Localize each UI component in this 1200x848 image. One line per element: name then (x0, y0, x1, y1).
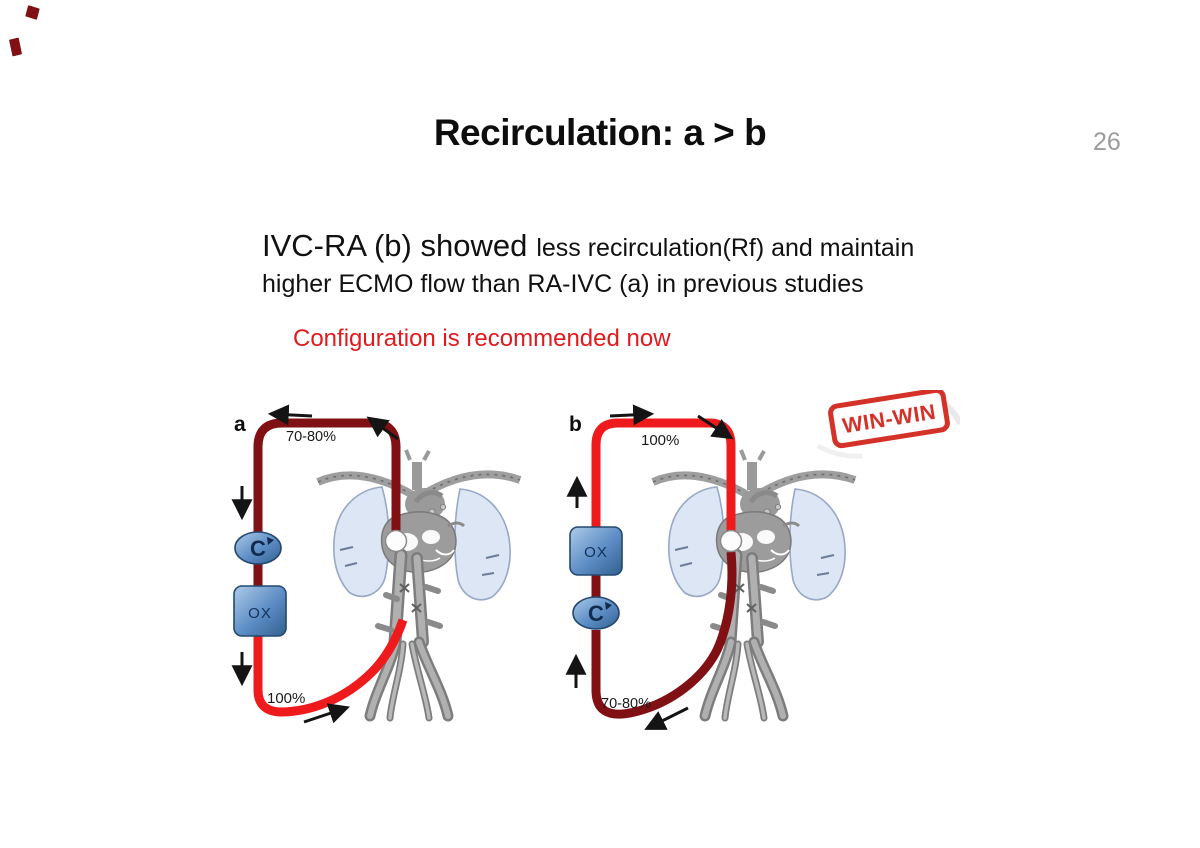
body-line-1: IVC-RA (b) showed less recirculation(Rf) … (262, 228, 914, 264)
diagram-a-label: a (234, 413, 246, 436)
page-title: Recirculation: a > b (433, 112, 767, 153)
ra-cannula-ring (719, 529, 743, 553)
recommendation-text: Configuration is recommended now (293, 325, 671, 352)
flow-arrow-right-icon (609, 404, 655, 426)
win-win-stamp: WIN-WIN (816, 387, 963, 459)
page-number: 26 (1093, 128, 1121, 156)
oxygenator-icon: OX (569, 526, 623, 576)
centrifugal-pump-icon: C (572, 596, 620, 630)
ra-cannula-ring (384, 529, 408, 553)
watermark-curve (816, 443, 863, 459)
ecmo-diagram-svg: C OX a 70-80% 100% OX (231, 387, 963, 730)
ecmo-configuration-figure: C OX a 70-80% 100% OX (220, 387, 963, 750)
flow-arrow-downright-icon (697, 414, 734, 440)
flow-arrow-downleft-icon (644, 706, 689, 730)
flow-arrows-b (565, 404, 734, 730)
diagram-a-top-percentage: 70-80% (286, 429, 336, 445)
oxygenator-label: OX (248, 605, 272, 622)
flow-arrow-upleft-icon (366, 416, 399, 441)
diagram-b-bottom-percentage: 70-80% (601, 696, 651, 712)
diagram-b-top-percentage: 100% (641, 432, 679, 449)
flow-arrow-right-icon (303, 703, 350, 724)
corner-fragment-top (25, 5, 40, 20)
diagram-a-bottom-percentage: 100% (267, 690, 305, 707)
pump-label: C (588, 601, 604, 626)
body-rest-text: less recirculation(Rf) and maintain (536, 234, 915, 262)
centrifugal-pump-icon: C (234, 531, 282, 565)
corner-fragment-bottom (9, 37, 22, 56)
diagram-a: C OX a 70-80% 100% (231, 404, 520, 724)
drainage-tube-b (591, 551, 737, 719)
flow-arrows-a (231, 404, 399, 724)
body-text: IVC-RA (b) showed less recirculation(Rf) … (262, 228, 914, 299)
oxygenator-icon: OX (233, 585, 287, 637)
oxygenator-label: OX (584, 544, 608, 561)
return-tube-a (253, 618, 408, 717)
flow-arrow-left-icon (267, 404, 313, 426)
diagram-b-label: b (569, 413, 582, 436)
pump-label: C (250, 536, 266, 561)
body-lead-text: IVC-RA (b) showed (262, 228, 528, 263)
body-line-2: higher ECMO flow than RA-IVC (a) in prev… (262, 270, 864, 298)
diagram-b: OX C b 100% 70-80% (565, 404, 855, 730)
